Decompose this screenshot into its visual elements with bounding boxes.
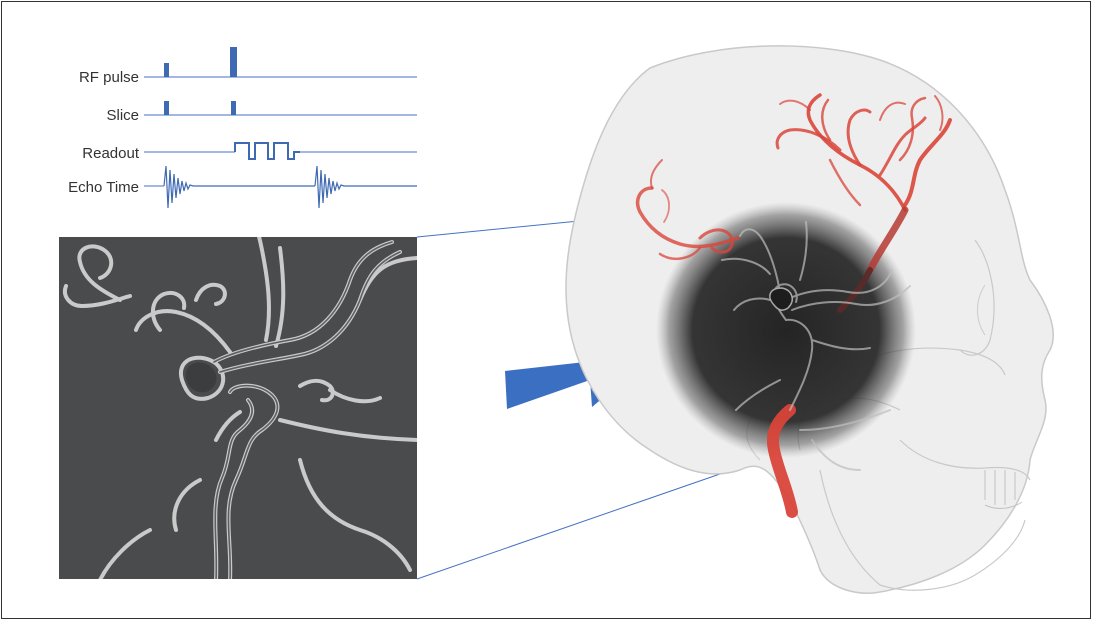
readout-gradient — [235, 143, 300, 159]
rf-pulse-label: RF pulse — [79, 69, 139, 86]
pulse-sequence-diagram: RF pulse Slice Readout Echo Time — [68, 47, 417, 208]
slice-label: Slice — [106, 107, 139, 124]
echo-signal-1 — [164, 166, 315, 208]
rf-pulse-2 — [230, 47, 237, 77]
echo-time-label: Echo Time — [68, 179, 139, 196]
slice-gradient-1 — [164, 101, 169, 115]
echo-signal-2 — [315, 166, 417, 208]
angiogram-panel — [59, 226, 417, 580]
rf-pulse-1 — [164, 63, 169, 77]
readout-label: Readout — [82, 145, 140, 162]
slice-gradient-2 — [231, 101, 236, 115]
